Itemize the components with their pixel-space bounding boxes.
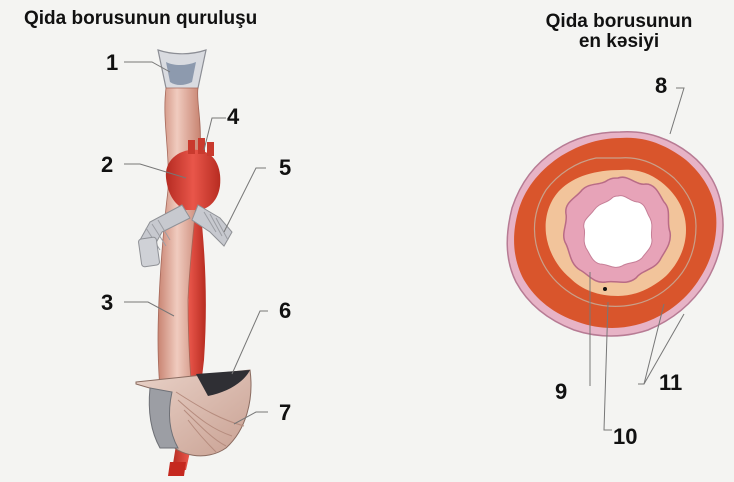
label-1: 1 xyxy=(106,52,118,74)
label-7: 7 xyxy=(279,402,291,424)
label-8: 8 xyxy=(655,75,667,97)
label-2: 2 xyxy=(101,154,113,176)
label-6: 6 xyxy=(279,300,291,322)
label-11: 11 xyxy=(659,372,682,394)
arch-branch-2 xyxy=(198,138,205,154)
label-4: 4 xyxy=(227,106,239,128)
arch-branch-3 xyxy=(207,142,214,156)
label-10: 10 xyxy=(613,426,637,448)
aorta-tip xyxy=(168,462,186,476)
label-3: 3 xyxy=(101,292,113,314)
arch-branch-1 xyxy=(188,140,195,154)
pharynx-opening xyxy=(166,62,196,85)
gland-dot xyxy=(603,287,607,291)
label-5: 5 xyxy=(279,157,291,179)
label-9: 9 xyxy=(555,381,567,403)
cross-section xyxy=(507,132,723,336)
